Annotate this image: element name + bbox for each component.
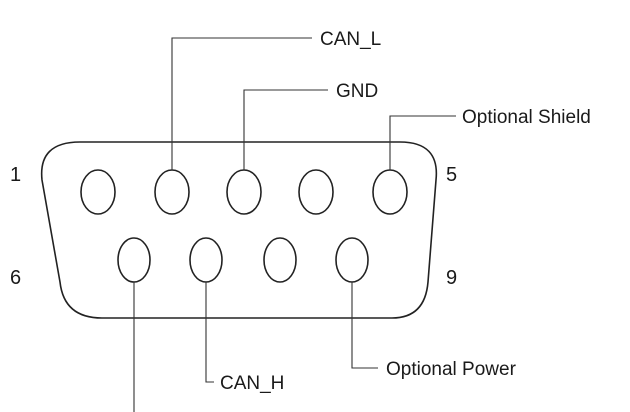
pin-2 xyxy=(154,169,190,215)
pin-8 xyxy=(263,237,297,283)
pin-number-9: 9 xyxy=(446,267,457,289)
can-l-label: CAN_L xyxy=(320,29,381,50)
pin-1 xyxy=(80,169,116,215)
pin-number-5: 5 xyxy=(446,164,457,186)
pin-5 xyxy=(372,169,408,215)
can-h-label: CAN_H xyxy=(220,373,284,394)
pin-9 xyxy=(335,237,369,283)
shield-leader xyxy=(389,115,456,170)
gnd-leader xyxy=(243,89,328,170)
power-leader xyxy=(351,282,378,369)
shield-label: Optional Shield xyxy=(462,107,591,128)
pin-4 xyxy=(298,169,334,215)
can-h-leader xyxy=(205,282,214,383)
connector-shell xyxy=(40,141,438,319)
pin-number-6: 6 xyxy=(10,267,21,289)
can-l-leader xyxy=(171,37,312,170)
pin-7 xyxy=(189,237,223,283)
pin-number-1: 1 xyxy=(10,164,21,186)
gnd-label: GND xyxy=(336,81,378,102)
pin-6 xyxy=(117,237,151,283)
pin-3 xyxy=(226,169,262,215)
power-label: Optional Power xyxy=(386,359,517,380)
